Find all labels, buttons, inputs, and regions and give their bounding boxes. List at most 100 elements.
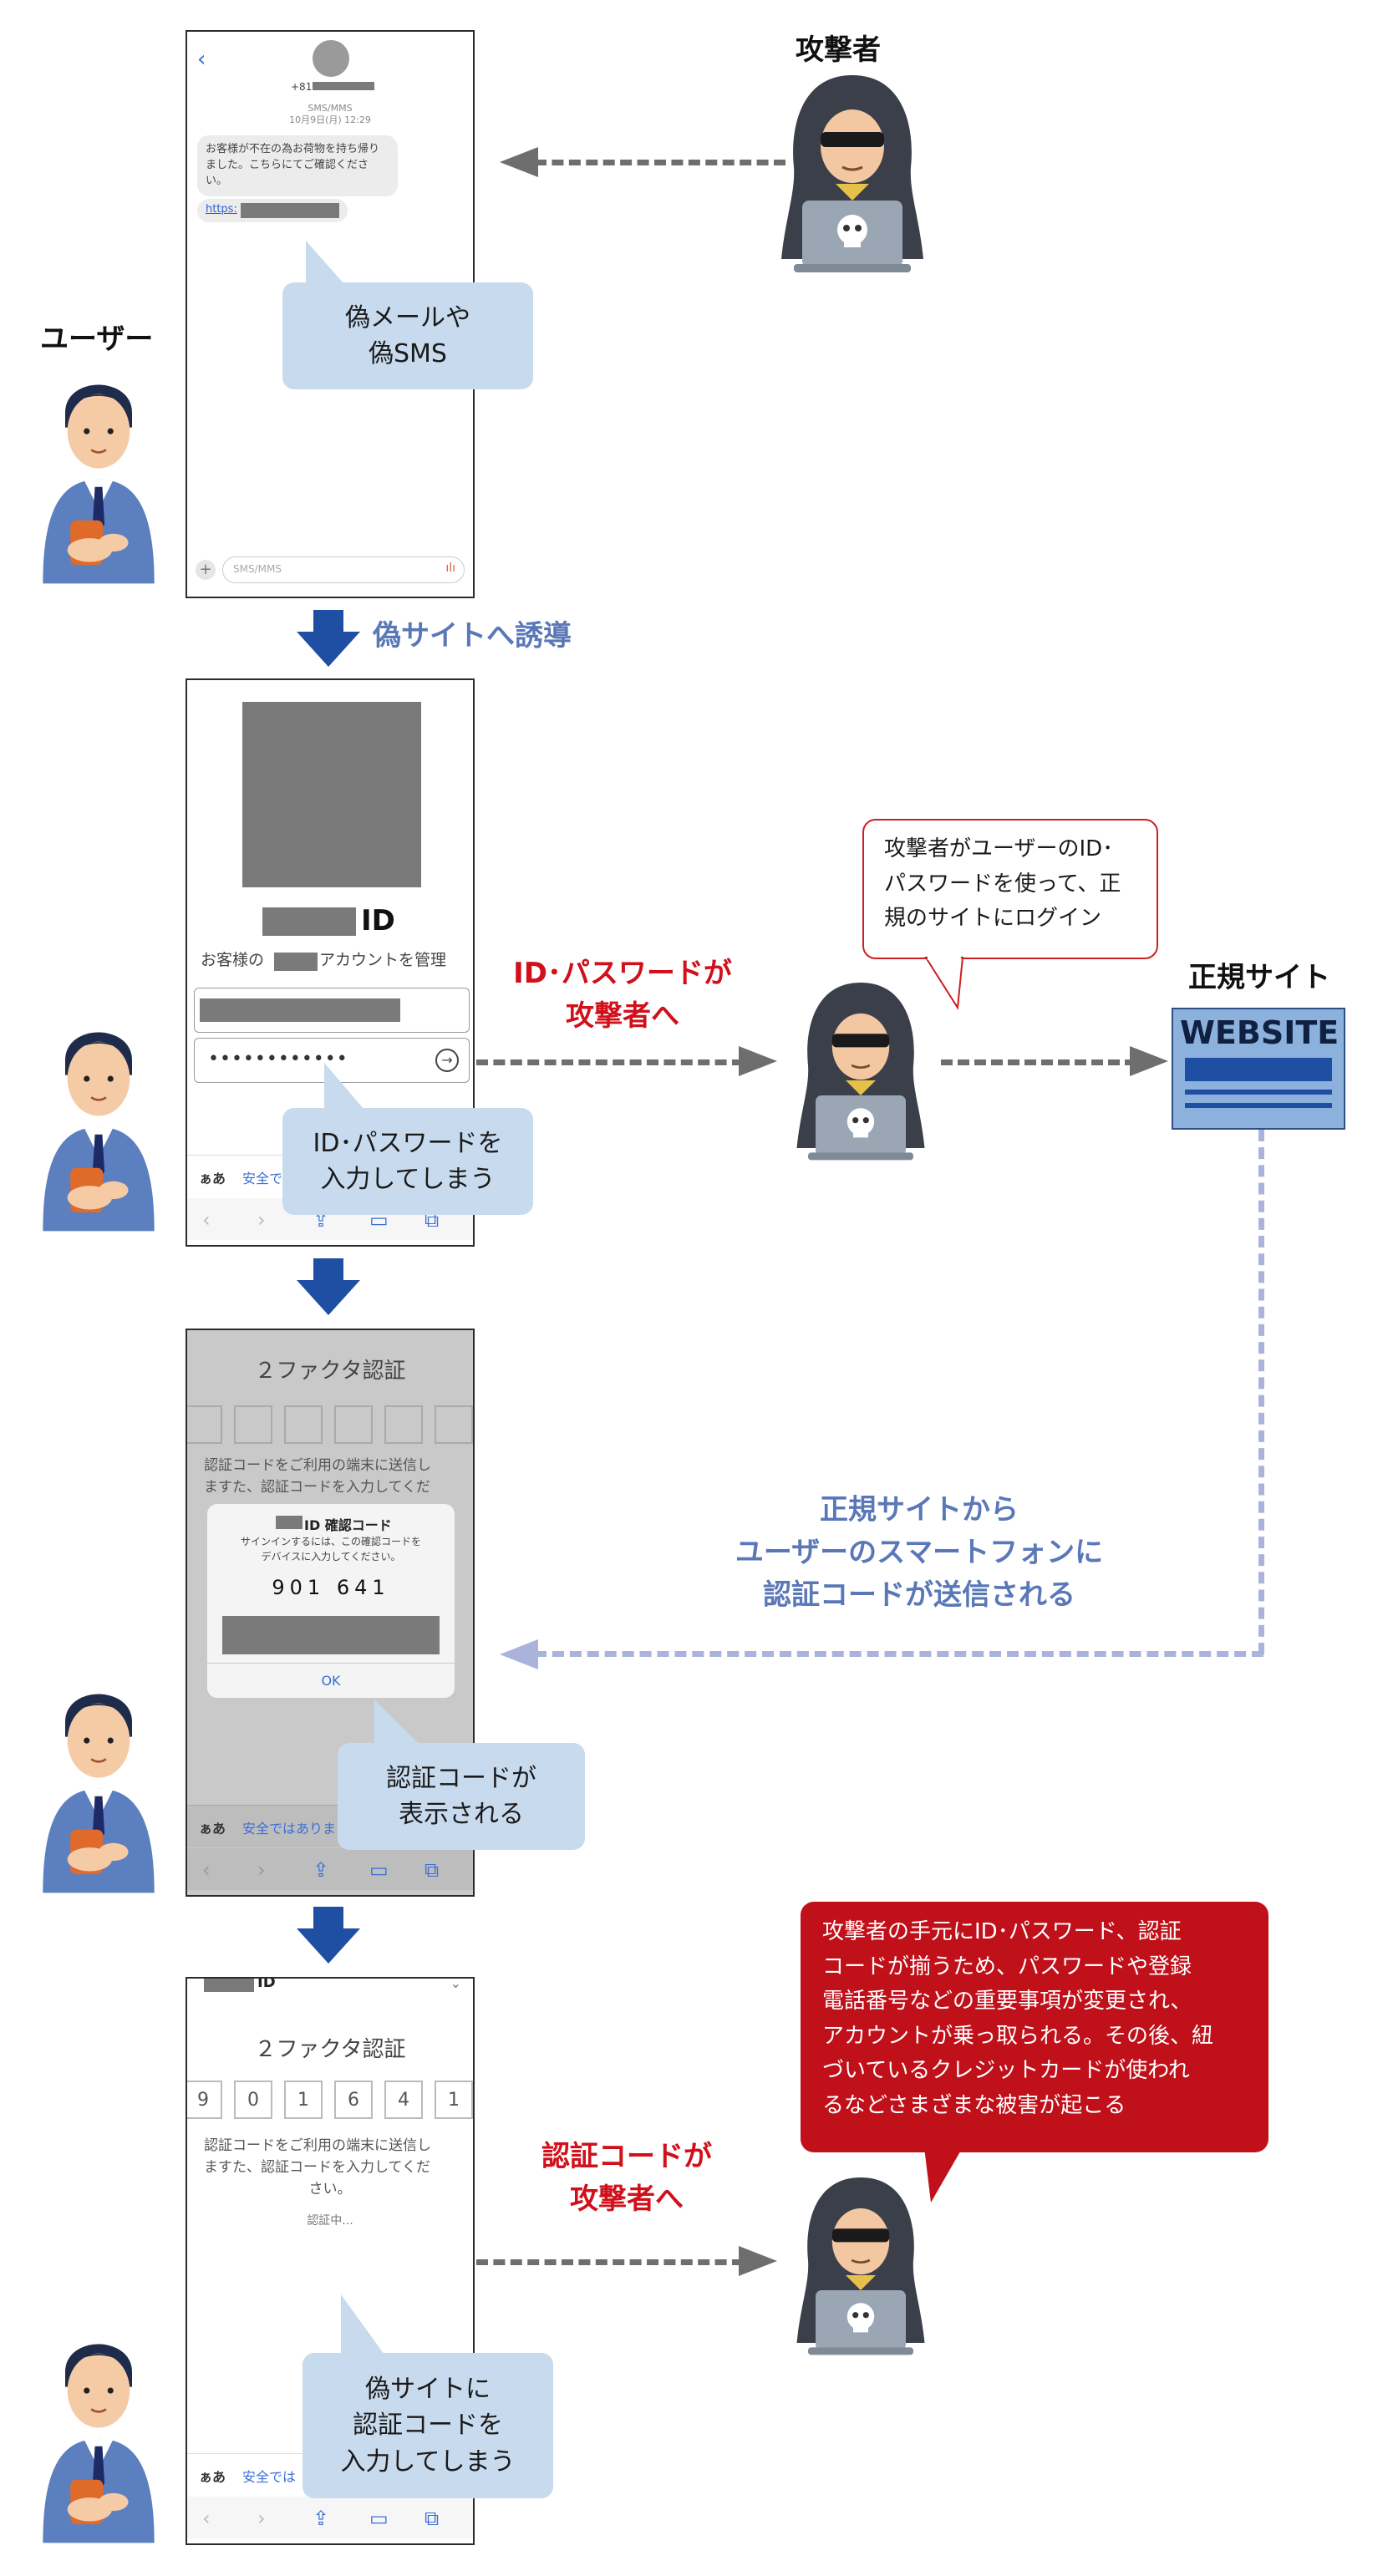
dialog-ok-button[interactable]: OK bbox=[321, 1673, 341, 1689]
attacker-label: 攻撃者 bbox=[796, 33, 881, 67]
dialog-title: ID 確認コード bbox=[304, 1517, 392, 1533]
voice-icon[interactable]: ılı bbox=[445, 561, 455, 575]
tabs-icon[interactable]: ⧉ bbox=[425, 1858, 440, 1882]
submit-arrow-icon[interactable]: → bbox=[435, 1049, 459, 1072]
msg-date: 10月9日(月) 12:29 bbox=[289, 114, 371, 125]
code-digit-box[interactable]: 1 bbox=[435, 2081, 473, 2119]
enter-code-line3: 入力してしまう bbox=[340, 2446, 516, 2477]
browser-toolbar: ‹ › ⇪ ▭ ⧉ bbox=[187, 1848, 473, 1890]
chevron-down-icon[interactable]: ⌄ bbox=[450, 1977, 461, 1991]
code-to-attacker-dashline bbox=[476, 2259, 744, 2265]
lure-label: 偽サイトへ誘導 bbox=[373, 619, 572, 653]
user-icon bbox=[32, 2314, 165, 2548]
code-digit-box[interactable]: 9 bbox=[187, 2081, 222, 2119]
code-to-attacker-label: 認証コードが 攻撃者へ bbox=[501, 2136, 752, 2221]
code-digit-box[interactable] bbox=[384, 1405, 423, 1444]
sms-input-field[interactable]: SMS/MMS ılı bbox=[222, 556, 465, 583]
step4-two-factor-title: ２ファクタ認証 bbox=[254, 2037, 406, 2062]
fake-sms-bubble-tail bbox=[306, 241, 344, 284]
user-icon bbox=[32, 355, 165, 589]
down-arrow-icon bbox=[297, 610, 360, 667]
sms-message-bubble: お客様が不在の為お荷物を持ち帰りました。こちらにてご確認ください。 bbox=[197, 135, 398, 196]
enter-credentials-line1: ID･パスワードを bbox=[313, 1128, 503, 1158]
warning-line1: 攻撃者の手元にID･パスワード、認証 bbox=[822, 1919, 1182, 1944]
share-icon[interactable]: ⇪ bbox=[313, 1858, 330, 1882]
forward-icon[interactable]: › bbox=[257, 1858, 266, 1882]
warning-line4: アカウントが乗っ取られる。その後、紐 bbox=[822, 2023, 1214, 2049]
keyboard-toggle[interactable]: ぁあ bbox=[199, 1821, 226, 1837]
user-icon bbox=[32, 1003, 165, 1237]
back-icon[interactable]: ‹ bbox=[202, 2507, 211, 2530]
attacker-to-user-dashline bbox=[535, 160, 785, 165]
tabs-icon[interactable]: ⧉ bbox=[425, 2507, 440, 2530]
attacker-icon bbox=[785, 2169, 936, 2366]
code-digit-box[interactable]: 1 bbox=[284, 2081, 323, 2119]
msg-type: SMS/MMS bbox=[308, 103, 353, 114]
step4-id-title: ID bbox=[257, 1977, 276, 1991]
down-arrow-icon bbox=[297, 1907, 360, 1964]
website-sign: WEBSITE bbox=[1172, 1008, 1345, 1130]
back-icon[interactable]: ‹ bbox=[202, 1208, 211, 1232]
arrowhead-left-icon bbox=[500, 1639, 538, 1669]
enter-credentials-line2: 入力してしまう bbox=[320, 1165, 496, 1194]
code-digit-box[interactable]: 6 bbox=[334, 2081, 373, 2119]
browser-toolbar: ‹ › ⇪ ▭ ⧉ bbox=[187, 2497, 473, 2538]
credentials-label-line1: ID･パスワードが bbox=[513, 957, 732, 990]
brand-redacted bbox=[262, 907, 356, 936]
code-digit-box[interactable] bbox=[435, 1405, 473, 1444]
plus-icon[interactable]: + bbox=[196, 560, 216, 580]
keyboard-toggle[interactable]: ぁあ bbox=[199, 2469, 226, 2485]
attacker-login-line2: パスワードを使って、正 bbox=[884, 871, 1121, 897]
warning-line6: るなどさまざまな被害が起こる bbox=[822, 2092, 1126, 2118]
step4-desc-line3: さい。 bbox=[308, 2181, 352, 2197]
code-displayed-line1: 認証コードが bbox=[386, 1763, 536, 1793]
code-sent-line2: ユーザーのスマートフォンに bbox=[735, 1536, 1104, 1569]
credentials-label-line2: 攻撃者へ bbox=[566, 999, 679, 1033]
two-factor-desc-line1: 認証コードをご利用の端末に送信し bbox=[204, 1457, 431, 1474]
verifying-status: 認証中... bbox=[307, 2214, 353, 2228]
security-text: 安全では bbox=[242, 2469, 297, 2485]
website-banner bbox=[1185, 1058, 1332, 1081]
user-label: ユーザー bbox=[40, 323, 154, 356]
code-digit-box[interactable]: 4 bbox=[384, 2081, 423, 2119]
code-to-attacker-line2: 攻撃者へ bbox=[570, 2182, 684, 2216]
keyboard-toggle[interactable]: ぁあ bbox=[199, 1171, 226, 1186]
user-to-attacker-dashline bbox=[476, 1059, 744, 1065]
fake-sms-line1: 偽メールや bbox=[345, 302, 470, 333]
code-digit-box[interactable] bbox=[187, 1405, 222, 1444]
bookmarks-icon[interactable]: ▭ bbox=[369, 1858, 389, 1882]
dialog-divider bbox=[207, 1663, 455, 1664]
forward-icon[interactable]: › bbox=[257, 2507, 266, 2530]
forward-icon[interactable]: › bbox=[257, 1208, 266, 1232]
code-digit-box[interactable] bbox=[334, 1405, 373, 1444]
warning-line5: づいているクレジットカードが使われ bbox=[822, 2058, 1190, 2084]
code-digit-box[interactable]: 0 bbox=[234, 2081, 272, 2119]
enter-code-tail bbox=[341, 2294, 384, 2355]
attacker-icon bbox=[769, 67, 936, 284]
code-digit-box[interactable] bbox=[234, 1405, 272, 1444]
two-factor-title: ２ファクタ認証 bbox=[254, 1359, 406, 1384]
back-chevron-icon[interactable]: ‹ bbox=[197, 47, 206, 72]
two-factor-desc-line2: ますた、認証コードを入力してくだ bbox=[204, 1479, 430, 1496]
enter-code-line1: 偽サイトに bbox=[364, 2374, 491, 2404]
sms-link-prefix[interactable]: https: bbox=[206, 203, 237, 216]
share-icon[interactable]: ⇪ bbox=[313, 2507, 330, 2530]
down-arrow-icon bbox=[297, 1258, 360, 1315]
attacker-to-site-dashline bbox=[941, 1059, 1136, 1065]
id-input[interactable] bbox=[194, 988, 470, 1033]
code-digit-box[interactable] bbox=[284, 1405, 323, 1444]
account-brand-redacted bbox=[274, 953, 318, 971]
sms-link-bubble[interactable]: https: bbox=[197, 199, 348, 222]
arrowhead-right-icon bbox=[739, 2246, 777, 2276]
account-text-suffix: アカウントを管理 bbox=[319, 951, 447, 969]
arrowhead-right-icon bbox=[1130, 1046, 1168, 1076]
code-sent-line3: 認証コードが送信される bbox=[763, 1578, 1075, 1612]
verification-code-dialog: ID 確認コード サインインするには、この確認コードを デバイスに入力してくださ… bbox=[207, 1504, 455, 1698]
code-sent-line1: 正規サイトから bbox=[820, 1493, 1019, 1527]
id-title: ID bbox=[361, 904, 395, 937]
bookmarks-icon[interactable]: ▭ bbox=[369, 2507, 389, 2530]
step4-brand-redacted bbox=[204, 1979, 254, 1992]
attacker-login-bubble: 攻撃者がユーザーのID･ パスワードを使って、正 規のサイトにログイン bbox=[862, 819, 1158, 959]
website-line bbox=[1185, 1103, 1332, 1108]
back-icon[interactable]: ‹ bbox=[202, 1858, 211, 1882]
